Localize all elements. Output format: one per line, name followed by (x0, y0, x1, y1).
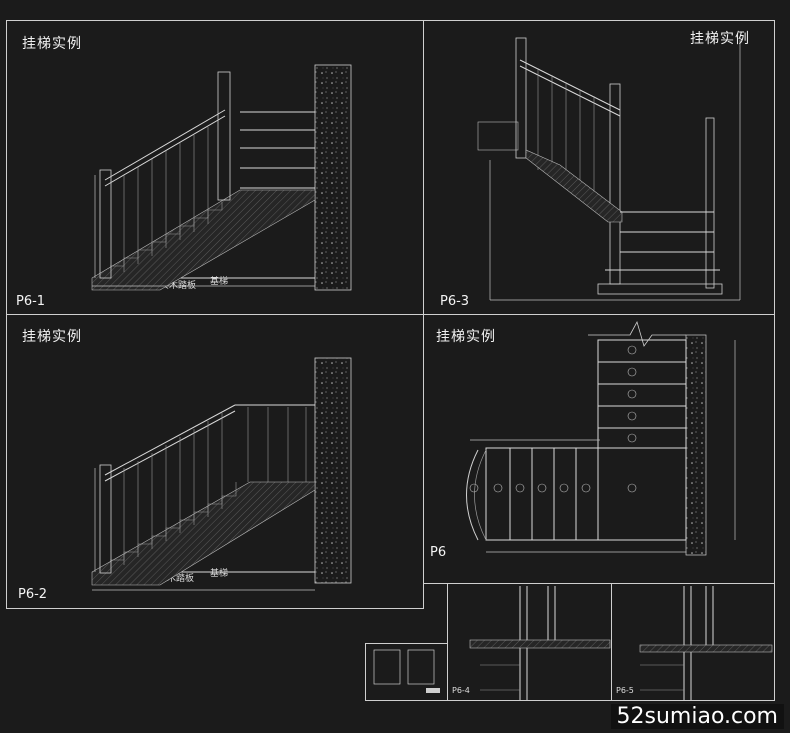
panel-title: 挂梯实例 (22, 36, 82, 52)
panel-id: P6-4 (452, 686, 470, 695)
detail-drawings (373, 586, 773, 700)
floor-note: 实木踏板 (158, 574, 195, 584)
stair-elevation-p6-2 (91, 357, 352, 591)
panel-title: 挂梯实例 (690, 31, 750, 47)
panel-id: P6-1 (16, 294, 46, 309)
panel-id: P6-2 (18, 587, 48, 602)
panel-p6-5 (611, 583, 775, 701)
watermark: 52sumiao.com (610, 704, 784, 729)
panel-id: P6 (430, 545, 447, 560)
panel-title: 挂梯实例 (436, 329, 496, 345)
stair-plan-p6 (466, 320, 736, 556)
beam-note: 基梯 (210, 569, 229, 579)
panel-id: P6-3 (440, 294, 470, 309)
panel-detail (365, 643, 448, 701)
panel-title: 挂梯实例 (22, 329, 82, 345)
beam-note: 基梯 (210, 277, 229, 287)
stair-elevation-p6-3 (477, 37, 741, 301)
stair-elevation-p6-1 (91, 64, 352, 291)
panel-id: P6-5 (616, 686, 634, 695)
